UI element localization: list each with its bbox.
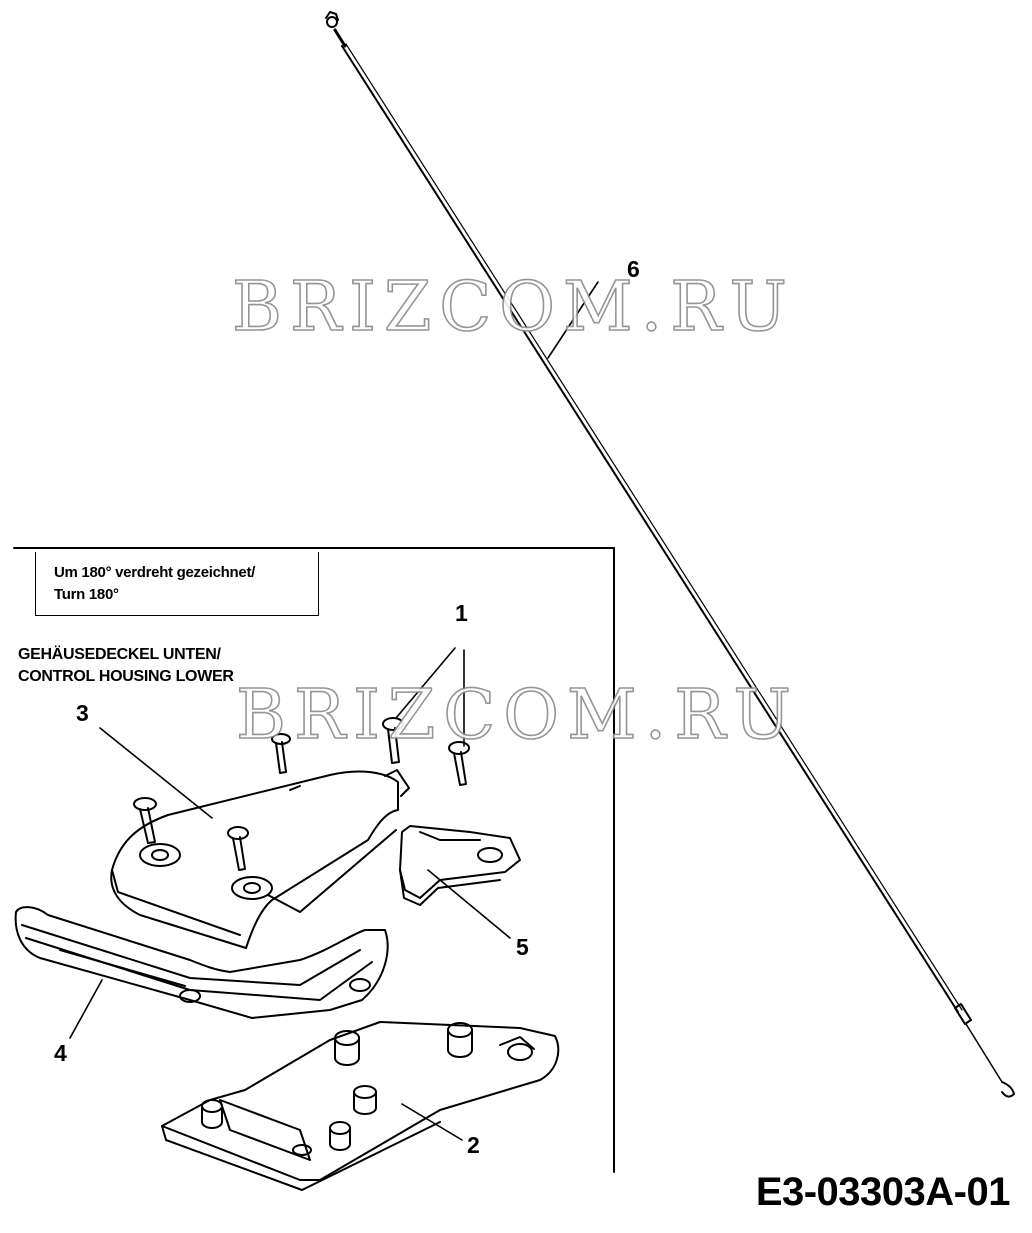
watermark-middle: BRIZCOM.RU — [235, 675, 799, 756]
callout-6: 6 — [627, 256, 640, 282]
callout-5: 5 — [516, 934, 529, 960]
gasket-part-4 — [14, 906, 389, 1019]
section-title-line-2: CONTROL HOUSING LOWER — [18, 668, 234, 685]
bracket-part-5 — [399, 825, 521, 906]
cable-part-6 — [325, 11, 1015, 1098]
orientation-note-box — [35, 552, 319, 616]
inset-frame — [13, 547, 615, 1173]
callout-4: 4 — [54, 1040, 67, 1066]
callout-2: 2 — [467, 1132, 480, 1158]
callout-1: 1 — [455, 600, 468, 626]
section-title-line-1: GEHÄUSEDECKEL UNTEN/ — [18, 646, 221, 663]
orientation-note-line-1: Um 180° verdreht gezeichnet/ — [54, 564, 256, 581]
drawing-code: E3-03303A-01 — [755, 1170, 1011, 1214]
watermark-top: BRIZCOM.RU — [231, 267, 795, 348]
leader-lines — [69, 281, 599, 1141]
callout-3: 3 — [76, 700, 89, 726]
housing-cover-part-3 — [110, 769, 410, 949]
base-plate-part-2 — [161, 1021, 560, 1191]
orientation-note-line-2: Turn 180° — [54, 586, 119, 603]
